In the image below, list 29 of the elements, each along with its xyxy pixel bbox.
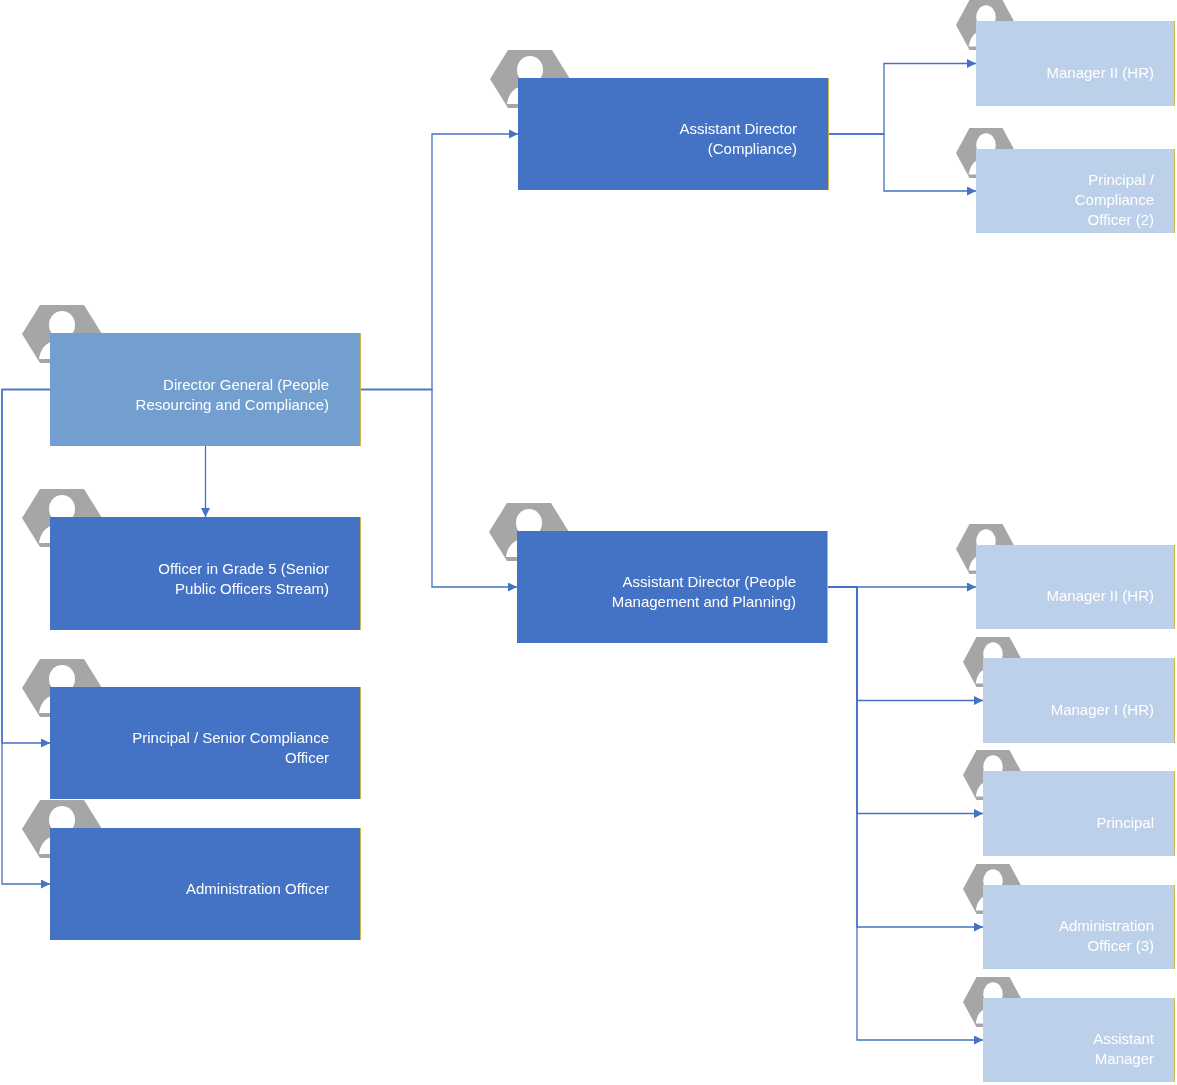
position-box <box>50 687 361 799</box>
position-box <box>976 21 1175 106</box>
position-title: Principal / Compliance Officer (2) <box>1073 170 1154 230</box>
position-title: Principal / Senior Compliance Officer <box>131 728 329 768</box>
position-title: Officer in Grade 5 (Senior Public Officers Stream) <box>157 558 329 599</box>
connector-arrow <box>201 445 210 518</box>
position-title: Assistant Manager <box>1092 1029 1154 1069</box>
position-title: Principal <box>1096 812 1154 833</box>
position-box <box>50 828 361 940</box>
position-box <box>517 531 828 643</box>
position-title: Assistant Director (People Management and Planning) <box>610 572 796 612</box>
connector-arrow <box>828 133 977 196</box>
position-title: Director General (People Resourcing and Compliance) <box>134 374 329 415</box>
position-title: Manager II (HR) <box>1046 62 1154 83</box>
connector-arrow <box>360 388 518 592</box>
position-title: Administration Officer (3) <box>1057 916 1154 956</box>
position-box <box>518 78 829 190</box>
position-box <box>983 885 1175 969</box>
position-box <box>976 545 1175 629</box>
position-box <box>983 771 1175 856</box>
position-box <box>50 333 361 446</box>
position-title: Administration Officer <box>185 879 329 899</box>
position-box <box>983 998 1175 1082</box>
connector-arrow <box>1 388 51 889</box>
position-box <box>976 149 1175 233</box>
position-title: Assistant Director (Compliance) <box>678 119 797 159</box>
position-title: Manager II (HR) <box>1046 586 1154 606</box>
position-box <box>983 658 1175 743</box>
position-box <box>50 517 361 630</box>
